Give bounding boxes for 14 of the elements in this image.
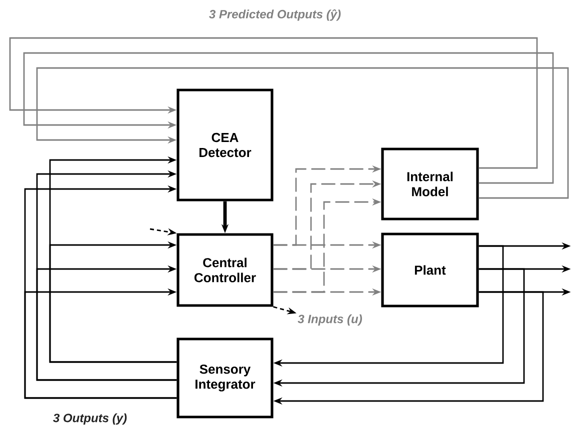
block-box: CEA Detector — [176, 88, 274, 202]
signal-label: 3 Predicted Outputs (ŷ) — [209, 9, 341, 21]
arrow — [49, 241, 177, 363]
block-box: Internal Model — [381, 148, 479, 220]
block-box: Central Controller — [176, 233, 274, 307]
block-box: Plant — [381, 232, 479, 308]
block-box: Sensory Integrator — [176, 338, 274, 418]
arrow — [9, 37, 538, 169]
signal-label: 3 Outputs (y) — [53, 413, 127, 425]
arrow — [36, 67, 569, 199]
arrow — [24, 288, 177, 399]
arrow — [23, 52, 554, 184]
signal-label: 3 Inputs (u) — [298, 314, 362, 326]
arrow — [36, 265, 177, 381]
